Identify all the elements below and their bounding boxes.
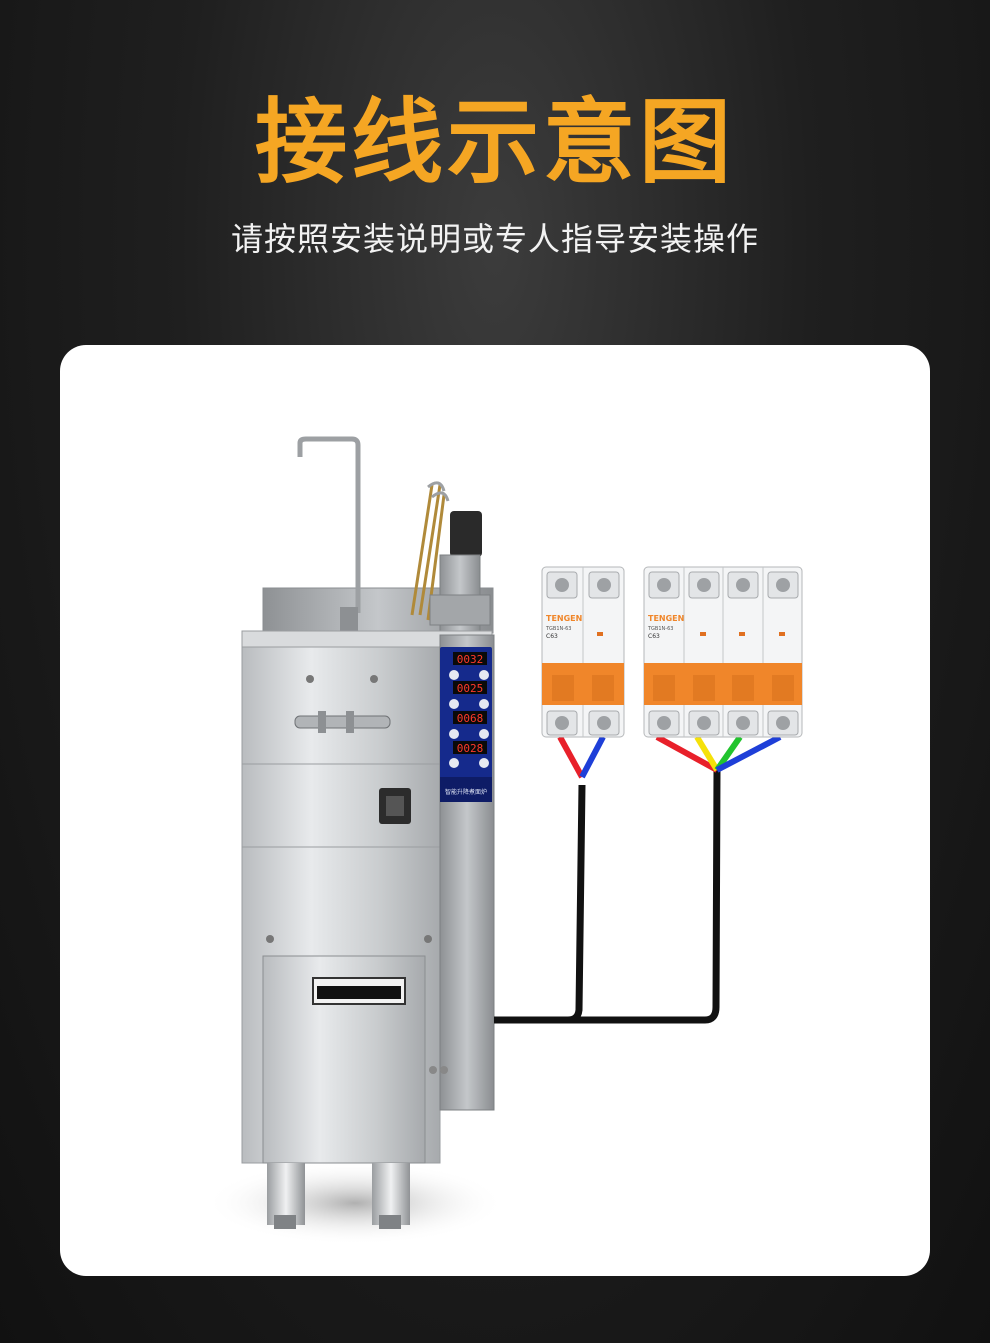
leg-left (267, 1163, 305, 1225)
breaker-4-model: TGB1N-63 (647, 626, 673, 632)
breaker-4-brand: TENGEN (648, 614, 684, 623)
drawer-handle (294, 715, 391, 729)
wire-blue-1 (579, 735, 606, 779)
lift-motor (450, 511, 482, 557)
control-panel-label: 智能升降煮面炉 (445, 788, 487, 796)
wire-green (714, 735, 743, 772)
wire-yellow (694, 735, 720, 772)
wire-blue-2 (715, 734, 782, 773)
wire-red-1 (557, 735, 585, 779)
timer-readout-3: 0068 (457, 712, 484, 725)
page-subtitle: 请按照安装说明或专人指导安装操作 (230, 220, 759, 258)
timer-readout-1: 0032 (457, 653, 484, 666)
noodle-cooker: 0032 0025 0068 0028 智能升降煮面炉 (241, 436, 495, 1229)
breaker-4-pole: TENGEN TGB1N-63 C63 (643, 566, 803, 738)
cable-three-phase (494, 769, 721, 1024)
wiring-diagram-panel: 0032 0025 0068 0028 智能升降煮面炉 (60, 345, 930, 1276)
timer-readout-2: 0025 (457, 682, 484, 695)
wire-red-2 (655, 734, 719, 773)
breaker-2-pole: TENGEN TGB1N-63 C63 (541, 566, 625, 738)
breaker-4-rating: C63 (648, 633, 660, 640)
timer-readout-4: 0028 (457, 742, 484, 755)
leg-right (372, 1163, 410, 1225)
wiring-diagram: 0032 0025 0068 0028 智能升降煮面炉 (205, 436, 803, 1245)
breaker-2-rating: C63 (546, 633, 558, 640)
floor-shadow (205, 1161, 505, 1245)
cable-single-phase (494, 784, 586, 1024)
page-title: 接线示意图 (254, 89, 735, 196)
door-handle (317, 986, 401, 999)
faucet (297, 436, 361, 613)
breaker-2-brand: TENGEN (546, 614, 582, 623)
breaker-2-model: TGB1N-63 (545, 626, 571, 632)
